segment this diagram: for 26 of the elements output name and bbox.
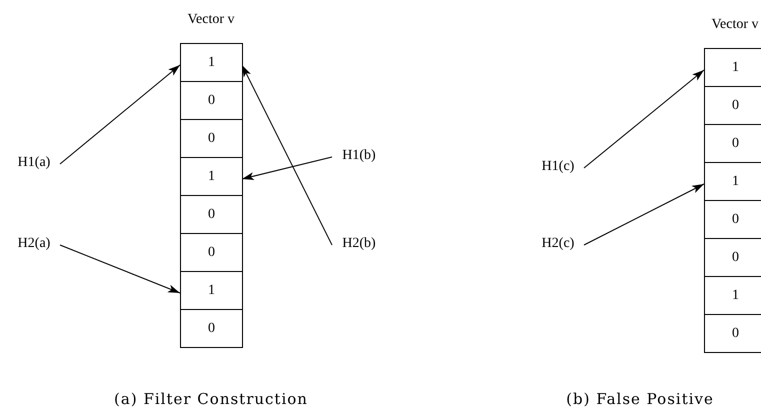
bit-cell: 0 <box>180 81 243 120</box>
vector-title: Vector v <box>710 16 760 34</box>
arrow <box>60 244 180 294</box>
bit-cell: 0 <box>180 195 243 234</box>
arrow <box>584 184 704 246</box>
bit-cell: 0 <box>180 119 243 158</box>
bit-cell: 1 <box>180 271 243 310</box>
hash-label: H1(c) <box>534 156 582 176</box>
bit-cell: 1 <box>180 157 243 196</box>
subfigure-caption: (a) Filter Construction <box>114 389 308 410</box>
bit-cell: 0 <box>180 309 243 348</box>
bit-cell: 1 <box>704 48 761 87</box>
hash-label: H1(b) <box>334 145 384 165</box>
hash-label: H2(b) <box>334 233 384 253</box>
arrow <box>60 64 180 164</box>
hash-label: H2(c) <box>534 233 582 253</box>
arrow <box>584 70 704 168</box>
vector-title: Vector v <box>186 11 236 29</box>
subfigure-caption: (b) False Positive <box>566 389 714 410</box>
arrow <box>242 64 332 246</box>
bit-cell: 0 <box>704 314 761 353</box>
hash-label: H1(a) <box>10 152 58 172</box>
hash-label: H2(a) <box>10 233 58 253</box>
bit-cell: 0 <box>180 233 243 272</box>
bit-cell: 1 <box>180 43 243 82</box>
arrow <box>242 156 332 180</box>
